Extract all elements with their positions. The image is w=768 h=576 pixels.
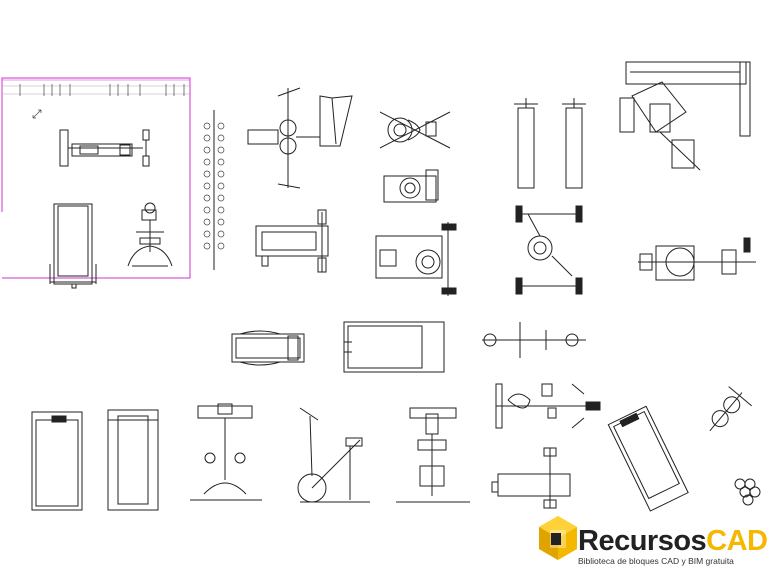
cable-towers <box>514 98 586 189</box>
weight-plates-cluster <box>734 478 761 506</box>
treadmill-front-elevation-2 <box>107 409 159 511</box>
multi-gym-station <box>619 61 751 171</box>
brand-name-part1: Recursos <box>578 525 707 557</box>
bench-press-user-top-view <box>375 222 457 296</box>
exercise-bike-top-view <box>482 322 586 358</box>
brand-tagline: Biblioteca de bloques CAD y BIM gratuita <box>578 556 734 566</box>
treadmill-front-elevation <box>31 411 83 511</box>
bench-press-top-view <box>59 129 150 167</box>
stationary-bike-side-elevation <box>297 407 370 503</box>
treadmill-top-view <box>343 321 445 373</box>
grip-arrows-icon[interactable] <box>32 109 42 119</box>
brand-name-part2: CAD <box>706 525 768 557</box>
seated-user-top-view <box>379 111 451 149</box>
treadmill-rotated-top-view <box>607 405 689 512</box>
flat-bench-weights <box>491 447 571 509</box>
brand-logo[interactable]: RecursosCAD Biblioteca de bloques CAD y … <box>578 526 768 566</box>
barbell-user-top-view <box>515 205 583 295</box>
flat-bench-barbell <box>255 209 329 273</box>
chest-press-top-view <box>231 330 305 366</box>
seated-machine-user <box>383 169 439 203</box>
multi-station-top-view <box>247 87 353 189</box>
ab-crunch-machine <box>495 383 601 429</box>
abdominal-machine-front <box>127 202 173 267</box>
elliptical-trainer-elevation <box>190 403 262 501</box>
brand-name: RecursosCAD <box>578 526 768 556</box>
ab-bench-user-rotated <box>709 386 753 432</box>
stepper-front-elevation <box>396 407 470 503</box>
hexagon-cube-icon <box>539 516 577 560</box>
selection-frame[interactable] <box>1 77 191 279</box>
incline-bench-elevation <box>49 203 97 289</box>
dumbbell-rack <box>203 110 225 270</box>
leg-curl-machine-user <box>638 237 756 281</box>
